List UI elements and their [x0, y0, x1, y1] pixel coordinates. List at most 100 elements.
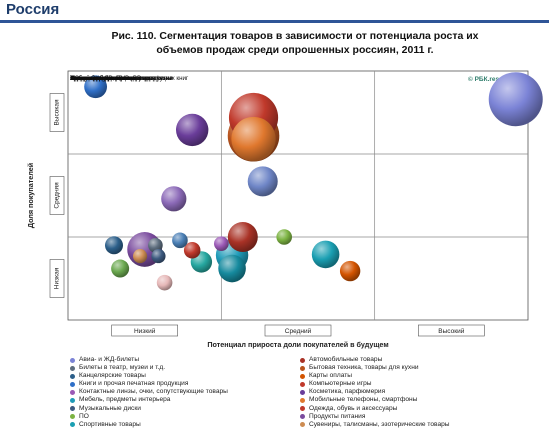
legend-label: Косметика, парфюмерия	[309, 388, 386, 396]
legend-item: Автомобильные товары	[300, 356, 450, 364]
x-category-box	[264, 324, 332, 337]
legend-label: ПО	[79, 412, 89, 420]
bubble-20	[156, 274, 173, 291]
legend-item: ПО	[70, 413, 228, 421]
bubble-5	[176, 113, 209, 147]
legend-label: Карты оплаты	[309, 372, 352, 380]
legend-item: Билеты в театр, музеи и т.д.	[70, 364, 228, 372]
bubble-label-1: Книги и прочая печатная продукция	[70, 75, 173, 82]
legend-item: Мобильные телефоны, смартфоны	[300, 396, 450, 404]
bubble-label-19: Устройства для чтения электронных книг	[70, 75, 189, 82]
legend-swatch	[70, 406, 75, 412]
legend-swatch	[70, 373, 75, 379]
legend-label: Компьютерные игры	[309, 380, 372, 388]
page-title: Россия	[6, 1, 60, 18]
bubble-label-10: Фильмы на CD, DVD, BD	[70, 75, 142, 82]
bubble-label-20: Цветы	[70, 75, 89, 82]
legend-item: Спортивные товары	[70, 421, 228, 429]
legend-label: Бытовая техника, товары для кухни	[309, 364, 419, 372]
y-axis-title: Доля покупателей	[26, 163, 35, 228]
legend-label: Сувениры, талисманы, эзотерические товар…	[309, 420, 450, 428]
bubble-label-16: Товары для дома и сада	[70, 75, 141, 82]
bubble-0	[488, 72, 543, 127]
bubble-label-15: Мебель, предметы интерьера	[70, 75, 156, 82]
legend-item: Мебель, предметы интерьера	[70, 396, 228, 404]
x-category-label: Высокий	[438, 327, 464, 335]
y-category-box	[49, 176, 65, 215]
bubble-10	[172, 232, 188, 249]
legend-swatch	[300, 422, 305, 428]
legend-item: Компьютерные игры	[300, 380, 450, 388]
y-category-box	[49, 93, 65, 132]
legend-label: Книги и прочая печатная продукция	[79, 380, 189, 388]
legend-item: Сувениры, талисманы, эзотерические товар…	[300, 421, 450, 429]
x-category-label: Средний	[285, 327, 312, 335]
legend-swatch	[300, 357, 305, 363]
bubble-13	[227, 222, 258, 252]
x-category-box	[418, 324, 485, 337]
y-category-label: Низкая	[54, 267, 61, 289]
bubble-23	[151, 249, 166, 264]
legend-swatch	[300, 381, 305, 387]
legend-label: Мебель, предметы интерьера	[79, 396, 171, 404]
page-header: Россия	[0, 0, 549, 24]
figure-title-line-1: Рис. 110. Сегментация товаров в зависимо…	[111, 30, 479, 42]
bubble-label-12: Украшения	[70, 75, 102, 82]
legend-swatch	[300, 414, 305, 420]
legend-swatch	[70, 389, 75, 395]
legend-swatch	[70, 357, 75, 363]
legend-swatch	[300, 365, 305, 371]
legend-item: Авиа- и ЖД-билеты	[70, 356, 228, 364]
legend-label: Музыкальные диски	[79, 404, 141, 412]
legend-item: Музыкальные диски	[70, 405, 228, 413]
bubble-label-7: Товары для здоровья	[70, 75, 132, 82]
legend-item: Книги и прочая печатная продукция	[70, 380, 228, 388]
plot-area	[67, 70, 529, 321]
bubble-label-5: Косметика, парфюмерия	[70, 75, 141, 82]
y-category-box	[49, 259, 65, 298]
bubble-label-18: Карты оплаты	[70, 75, 111, 82]
bubble-label-17: Спортивные товары	[70, 75, 128, 82]
legend-item: Косметика, парфюмерия	[300, 388, 450, 396]
legend-swatch	[70, 397, 75, 403]
legend-item: Карты оплаты	[300, 372, 450, 380]
bubble-label-2: Одежда, обувь и аксессуары	[70, 75, 153, 82]
legend-label: Авиа- и ЖД-билеты	[79, 356, 140, 363]
bubble-16	[218, 254, 246, 283]
bubble-label-13: Автомобильные товары	[70, 75, 139, 82]
bubble-11	[183, 242, 201, 259]
x-category-label: Низкий	[134, 327, 156, 335]
legend-swatch	[300, 406, 305, 412]
bubble-18	[339, 260, 361, 282]
legend-swatch	[70, 422, 75, 428]
legend-item: Одежда, обувь и аксессуары	[300, 405, 450, 413]
x-axis-title: Потенциал прироста доли покупателей в бу…	[207, 340, 388, 349]
legend-swatch	[70, 381, 75, 387]
bubble-label-14: ПО	[70, 75, 79, 82]
bubble-19	[111, 259, 130, 278]
legend-label: Одежда, обувь и аксессуары	[309, 404, 398, 412]
bubble-21	[148, 237, 163, 253]
legend-item: Продукты питания	[300, 413, 450, 421]
bubble-label-4: Мобильные телефоны, смартфоны	[70, 75, 172, 82]
bubble-label-3: Бытовая техника, товары для кухни	[70, 75, 173, 82]
bubble-label-9: Канцелярские товары	[70, 75, 133, 82]
legend-swatch	[300, 389, 305, 395]
legend-label: Продукты питания	[309, 412, 366, 420]
bubble-label-11: Компьютерные игры	[70, 75, 129, 82]
legend-label: Канцелярские товары	[79, 372, 146, 380]
legend-swatch	[70, 365, 75, 371]
bubble-22	[214, 236, 229, 251]
source-label: © РБК.research	[468, 75, 517, 83]
bubble-label-6: Товары для детей	[70, 75, 122, 82]
legend-item: Канцелярские товары	[70, 372, 228, 380]
bubble-24	[132, 249, 148, 264]
legend-item: Контактные линзы, очки, сопутствующие то…	[70, 388, 228, 396]
legend-item: Бытовая техника, товары для кухни	[300, 364, 450, 372]
bubble-14	[276, 229, 293, 245]
header-rule	[0, 20, 549, 23]
figure-title-line-2: объемов продаж среди опрошенных россиян,…	[156, 44, 434, 56]
bubble-4	[231, 116, 276, 162]
